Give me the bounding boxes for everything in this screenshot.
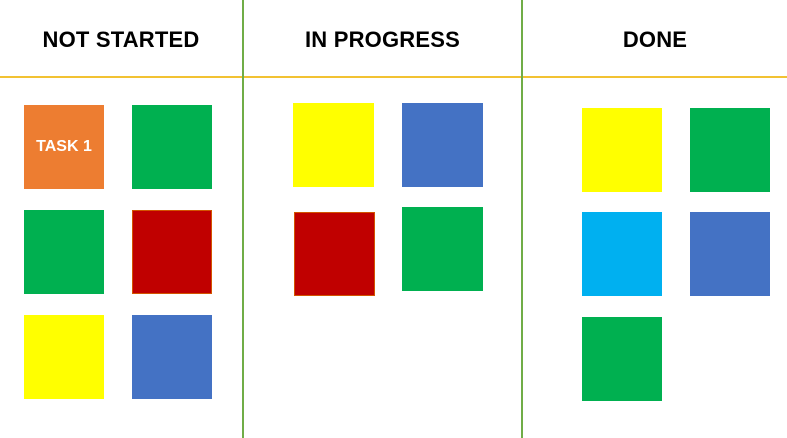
task-card[interactable] (24, 210, 104, 294)
task-card[interactable] (690, 108, 770, 192)
column-divider-2 (521, 0, 523, 438)
task-card[interactable] (293, 103, 374, 187)
task-card[interactable] (402, 103, 483, 187)
column-title-in-progress: IN PROGRESS (304, 27, 460, 52)
task-card[interactable] (582, 317, 662, 401)
task-card[interactable] (132, 210, 212, 294)
column-divider-1 (242, 0, 244, 438)
task-card[interactable] (690, 212, 770, 296)
header-divider (0, 76, 787, 78)
task-card[interactable] (582, 108, 662, 192)
task-card[interactable] (402, 207, 483, 291)
column-title-not-started: NOT STARTED (42, 27, 200, 52)
task-card[interactable] (132, 105, 212, 189)
task-card[interactable] (294, 212, 375, 296)
task-card[interactable] (24, 315, 104, 399)
column-title-done: DONE (622, 27, 688, 52)
task-card[interactable] (582, 212, 662, 296)
task-card[interactable]: TASK 1 (24, 105, 104, 189)
task-card-label: TASK 1 (36, 138, 92, 155)
task-card[interactable] (132, 315, 212, 399)
